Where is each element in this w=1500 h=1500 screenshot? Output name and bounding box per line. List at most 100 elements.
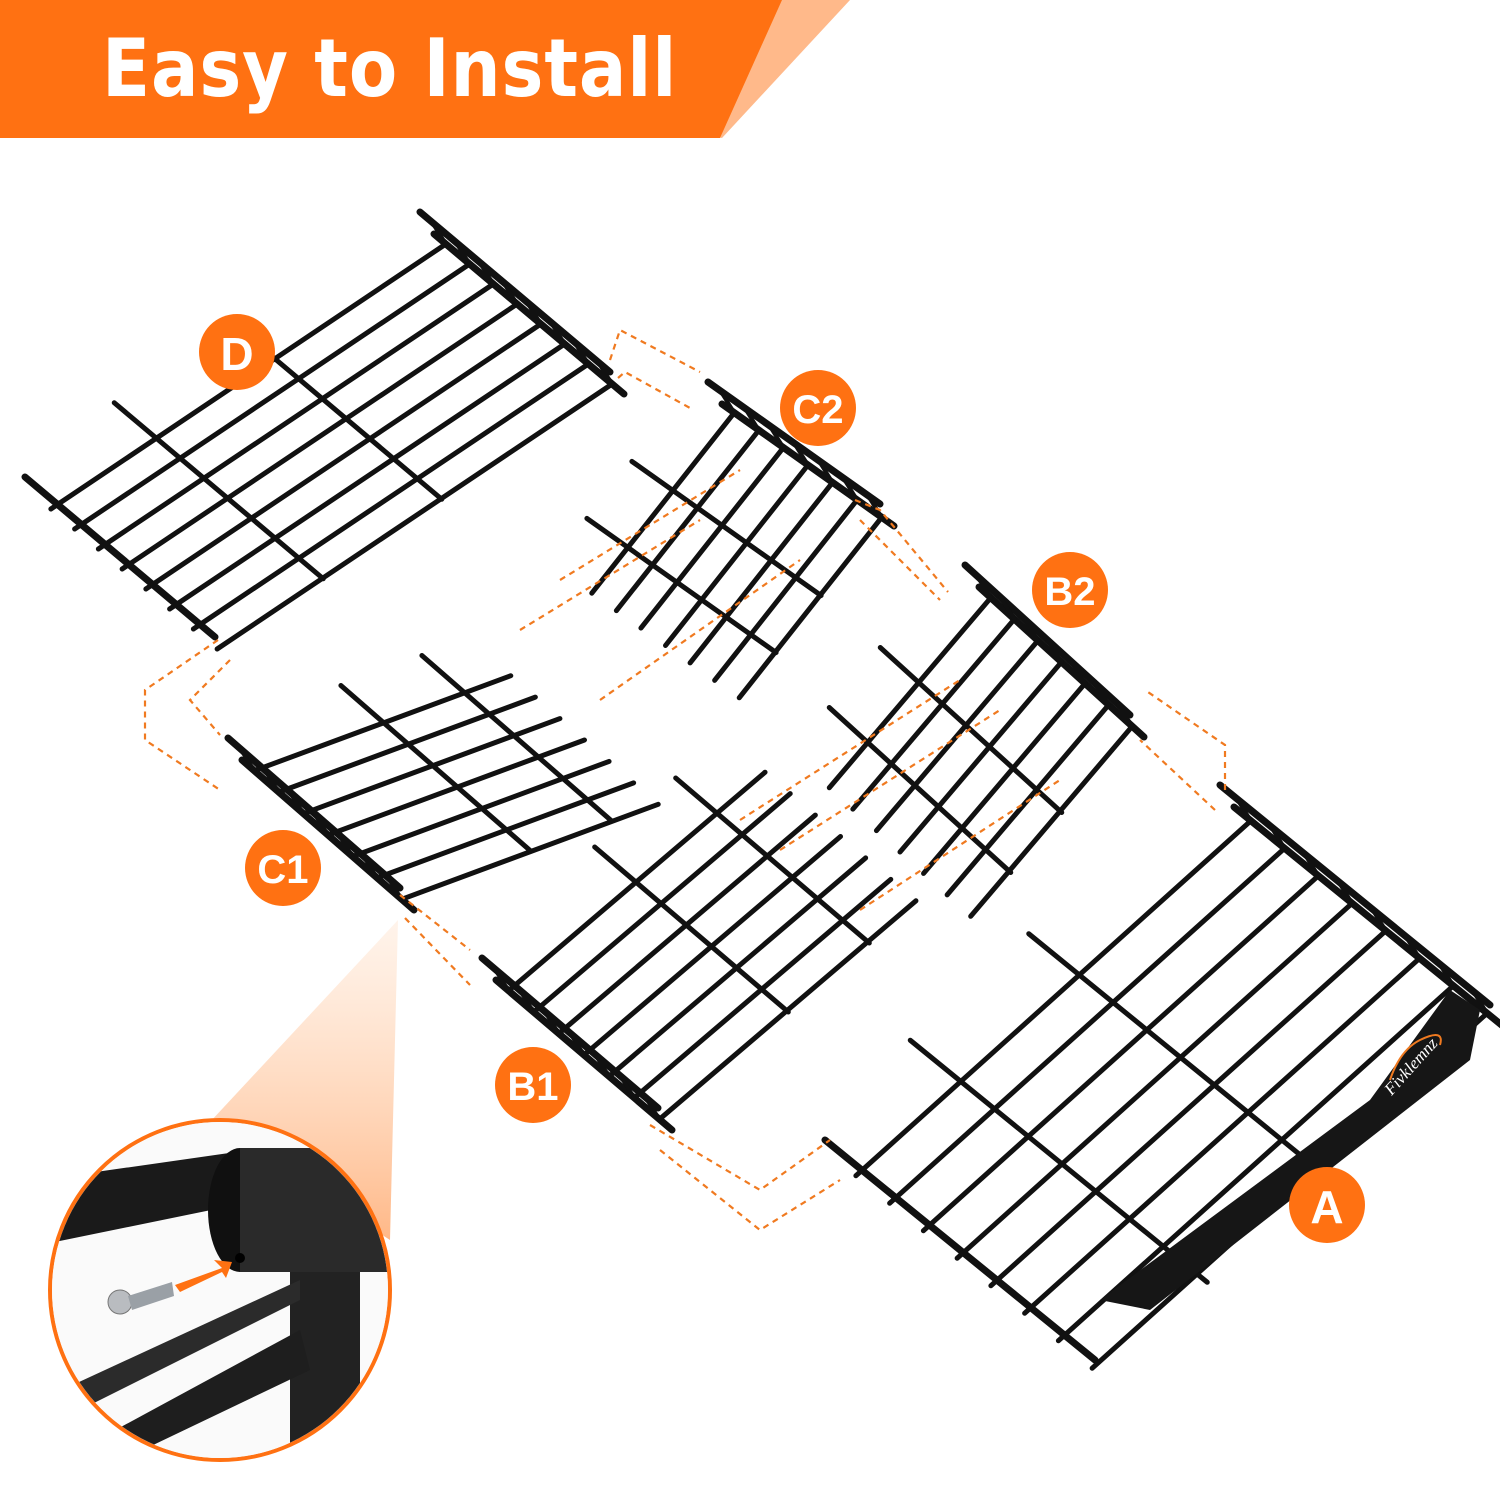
crossbar (1022, 955, 1423, 1316)
rack-section-C1 (224, 653, 661, 914)
assembly-arrow (659, 1149, 841, 1232)
upright (336, 832, 355, 859)
upright (492, 966, 511, 993)
upright (643, 1095, 662, 1122)
upright (865, 493, 884, 520)
assembly-arrow (143, 639, 221, 791)
arrow-icon (175, 1260, 232, 1292)
crossbar (143, 321, 544, 592)
assembly-arrow (188, 659, 231, 736)
part-label-text: C2 (792, 388, 843, 432)
upright (542, 1009, 561, 1036)
upright (501, 280, 520, 306)
crossbar (853, 818, 1254, 1179)
upright (453, 240, 472, 266)
support-bar (338, 683, 533, 853)
upright (618, 1073, 637, 1100)
crossbar (920, 873, 1321, 1234)
upright (596, 360, 615, 386)
upright (312, 811, 330, 837)
upright (1116, 702, 1135, 729)
upright (767, 423, 786, 450)
crossbar (873, 638, 1041, 834)
support-bar (826, 705, 1014, 875)
upright (477, 260, 496, 286)
upright (238, 746, 257, 773)
support-bar (584, 515, 779, 656)
part-label-text: B2 (1044, 570, 1095, 614)
tube (240, 1148, 388, 1272)
assembly-arrow (859, 519, 941, 601)
upright (572, 340, 591, 366)
assembly-arrow (617, 370, 691, 409)
banner-background (0, 0, 782, 138)
support-bar (907, 1037, 1210, 1285)
crossbar (638, 445, 786, 631)
upright (1069, 659, 1088, 686)
crossbar (712, 497, 860, 683)
upright (1336, 879, 1355, 906)
support-bar (673, 775, 872, 946)
assembly-arrow (404, 917, 471, 986)
crossbar (988, 928, 1389, 1289)
assembly-arrow (559, 469, 741, 581)
part-label-B1: B1 (495, 1047, 571, 1123)
rack-section-B1 (478, 769, 919, 1134)
upright (517, 988, 536, 1015)
crossbar (589, 410, 737, 596)
assembly-arrow (519, 519, 701, 631)
side-rail (1230, 803, 1500, 1029)
crossbar (167, 341, 568, 612)
upright (1403, 934, 1422, 961)
upright (718, 388, 737, 415)
upright (1092, 680, 1111, 707)
crossbar (850, 616, 1017, 812)
part-label-text: B1 (507, 1065, 558, 1109)
upright (1045, 638, 1064, 664)
crossbar (190, 361, 591, 632)
support-bar (877, 645, 1065, 815)
side-rail (1216, 781, 1494, 1009)
assembly-arrow (1144, 689, 1227, 790)
crossbar (687, 479, 836, 666)
assembly-arrow (608, 328, 701, 373)
part-label-A: A (1289, 1167, 1365, 1243)
screw-icon (107, 1282, 174, 1315)
upright (1021, 616, 1040, 643)
upright (429, 220, 448, 246)
crossbar (736, 514, 885, 701)
assembly-arrow (599, 559, 801, 701)
upright (1369, 906, 1388, 933)
support-bar (111, 400, 326, 582)
crossbar (921, 680, 1088, 876)
crossbar (119, 301, 520, 572)
support-bar (592, 844, 791, 1015)
upright (548, 320, 567, 346)
crossbar (826, 595, 994, 791)
upright (385, 875, 404, 902)
upright (1302, 851, 1321, 878)
rack-section-B2 (826, 561, 1148, 919)
upright (568, 1031, 586, 1057)
upright (974, 573, 993, 600)
part-label-C1: C1 (245, 830, 321, 906)
assembly-arrow (779, 709, 1001, 851)
upright (287, 789, 306, 816)
upright (262, 768, 281, 795)
assembly-arrow (649, 1124, 831, 1192)
crossbar (1055, 983, 1456, 1344)
crossbar (95, 281, 496, 552)
part-label-text: A (1310, 1181, 1343, 1233)
side-rail (821, 1136, 1099, 1364)
support-bar (419, 653, 614, 823)
upright (742, 406, 761, 433)
crossbar (954, 900, 1355, 1261)
assembly-arrow (859, 779, 1061, 911)
crossbar (897, 659, 1064, 855)
upright (816, 458, 835, 485)
banner-title: Easy to Install (102, 22, 678, 115)
upright (998, 595, 1017, 622)
upright (524, 300, 543, 326)
